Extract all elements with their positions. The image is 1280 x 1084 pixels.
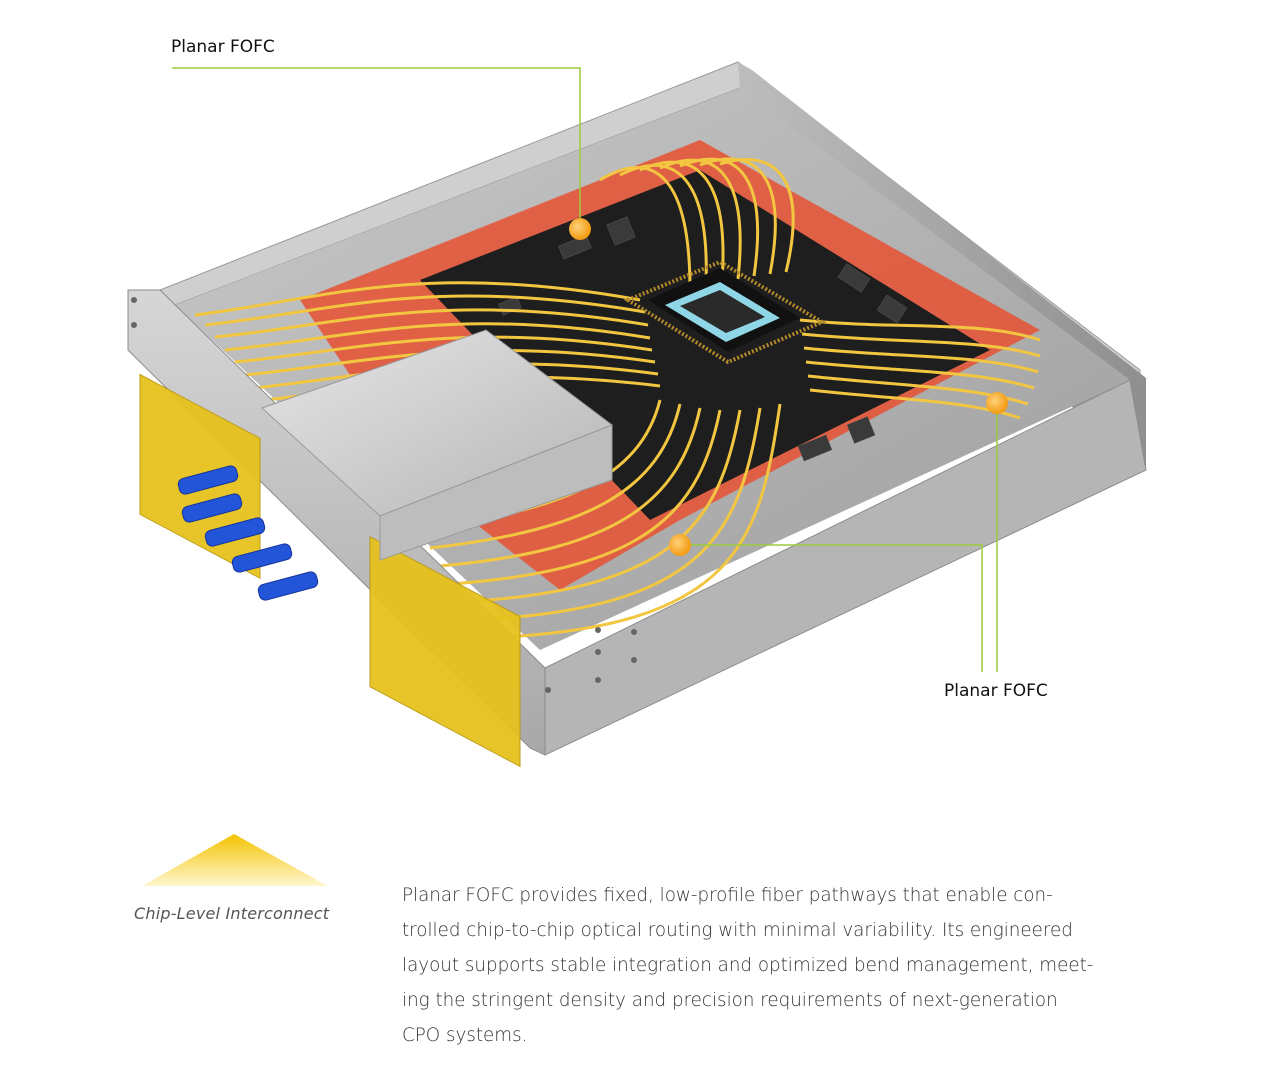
description-paragraph: Planar FOFC provides fixed, low-profile … <box>402 878 1142 1053</box>
description-line: ing the stringent density and precision … <box>402 990 1058 1011</box>
fiber-bundle-top <box>599 157 795 291</box>
callout-label-top: Planar FOFC <box>171 37 275 57</box>
callout-marker-bottom <box>669 534 691 556</box>
callout-marker-right <box>986 392 1008 414</box>
description-line: trolled chip-to-chip optical routing wit… <box>402 920 1073 941</box>
section-badge: Chip-Level Interconnect <box>128 834 342 934</box>
chassis-illustration <box>127 61 1147 768</box>
pcb-board <box>420 170 990 520</box>
lc-connector-array-right <box>369 535 521 768</box>
callout-label-bottom: Planar FOFC <box>944 681 1048 701</box>
mounting-holes <box>131 297 637 693</box>
callout-leader-lines <box>172 67 998 672</box>
blue-pull-tabs <box>177 465 319 601</box>
description-line: layout supports stable integration and o… <box>402 955 1094 976</box>
badge-label: Chip-Level Interconnect <box>134 904 330 923</box>
description-line: Planar FOFC provides fixed, low-profile … <box>402 885 1053 906</box>
description-line: CPO systems. <box>402 1025 528 1046</box>
cpo-chip <box>623 259 827 365</box>
chassis-bottom-edge <box>544 379 1147 756</box>
triangle-accent-icon <box>142 834 328 886</box>
callout-marker-top <box>569 218 591 240</box>
transceiver-module-side <box>379 424 613 561</box>
